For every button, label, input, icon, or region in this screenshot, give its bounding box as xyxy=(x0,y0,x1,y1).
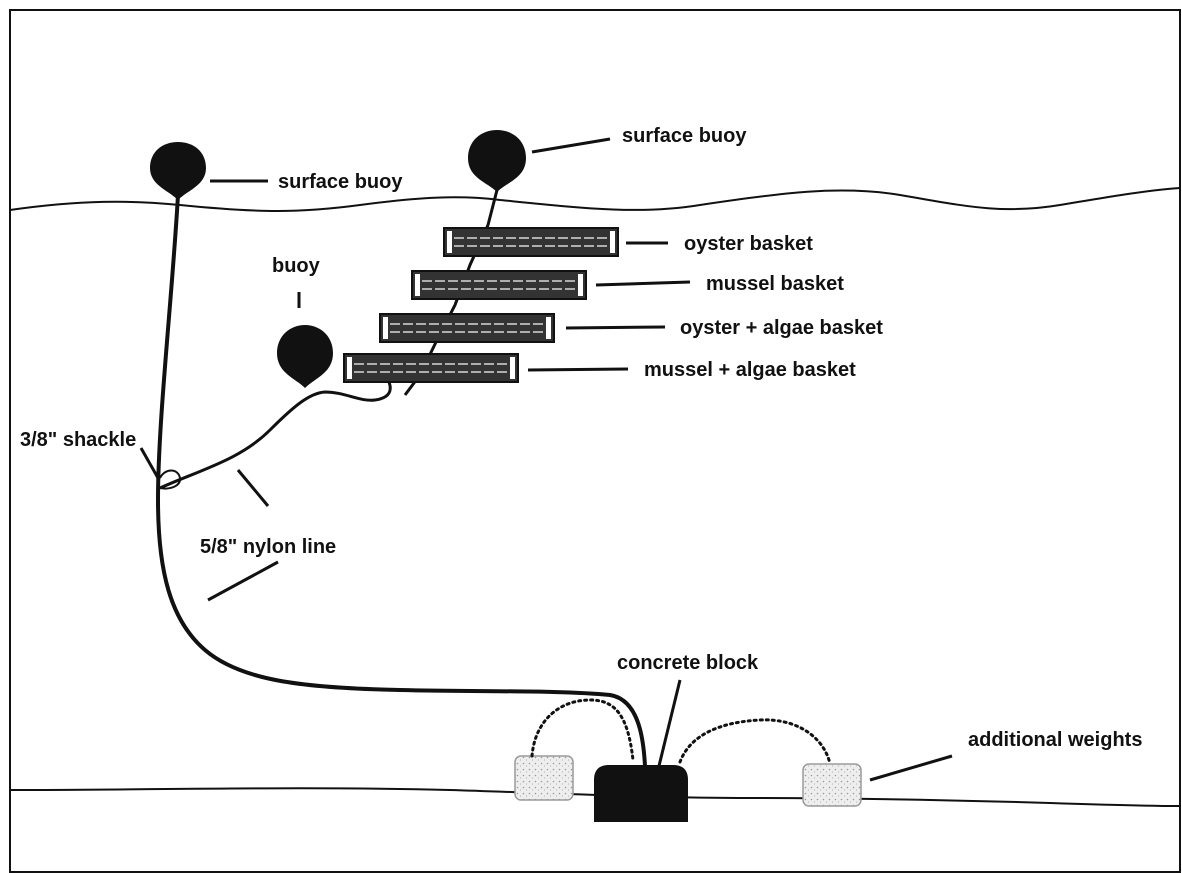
oyster-algae-basket xyxy=(379,313,555,343)
label-mussel-basket: mussel basket xyxy=(706,273,844,295)
label-mussel-algae-basket: mussel + algae basket xyxy=(644,359,856,381)
label-nylon-line: 5/8" nylon line xyxy=(200,536,336,558)
sea-floor-line xyxy=(9,787,1181,807)
label-concrete-block: concrete block xyxy=(617,652,759,674)
additional-weight-right xyxy=(802,763,862,807)
label-surface-buoy-left: surface buoy xyxy=(278,171,403,193)
surface-buoy-right xyxy=(468,130,526,192)
leader-additional-weights xyxy=(869,754,953,782)
diagram-frame xyxy=(9,9,1181,873)
mussel-algae-basket xyxy=(343,353,519,383)
weight-chain-left xyxy=(530,698,635,762)
leader-mussel-basket xyxy=(595,280,691,287)
leader-mussel-algae-basket xyxy=(527,367,629,372)
main-mooring-line xyxy=(155,194,648,816)
label-shackle: 3/8" shackle xyxy=(20,429,136,451)
leader-concrete-block xyxy=(656,679,682,771)
leader-nylon-line-lower xyxy=(207,560,279,602)
leader-surface-buoy-right xyxy=(531,137,611,154)
leader-oyster-algae-basket xyxy=(565,325,666,330)
surface-buoy-left xyxy=(150,142,206,200)
leader-nylon-line-upper xyxy=(236,469,270,507)
water-surface-line xyxy=(9,187,1181,212)
label-oyster-basket: oyster basket xyxy=(684,233,813,255)
label-buoy: buoy xyxy=(272,255,321,277)
label-oyster-algae-basket: oyster + algae basket xyxy=(680,317,883,339)
weight-chain-right xyxy=(678,718,832,766)
label-additional-weights: additional weights xyxy=(968,729,1142,751)
subsurface-buoy xyxy=(277,325,333,388)
mussel-basket xyxy=(411,270,587,300)
leader-shackle xyxy=(139,447,160,479)
oyster-basket xyxy=(443,227,619,257)
concrete-block xyxy=(594,765,688,822)
label-surface-buoy-right: surface buoy xyxy=(622,125,747,147)
additional-weight-left xyxy=(514,755,574,801)
nylon-branch-line xyxy=(159,379,392,490)
shackle-icon xyxy=(159,469,182,490)
